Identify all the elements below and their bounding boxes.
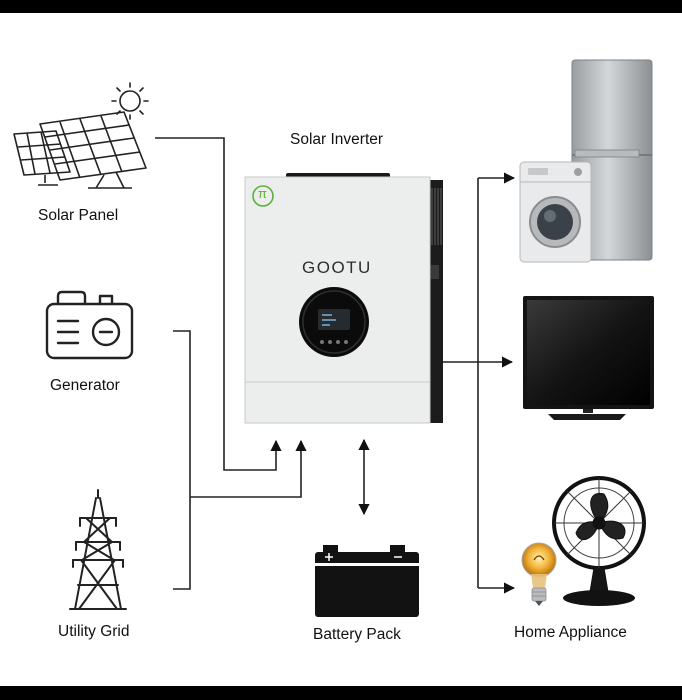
sun-icon — [111, 82, 149, 120]
output-connector — [441, 361, 479, 588]
label-solar-inverter: Solar Inverter — [290, 131, 384, 148]
television-icon — [523, 296, 654, 420]
label-generator: Generator — [50, 377, 120, 394]
grid-connector — [190, 439, 307, 498]
label-utility-grid: Utility Grid — [58, 623, 130, 640]
connector-lines — [155, 137, 514, 594]
solar-inverter — [244, 173, 443, 424]
label-solar-panel: Solar Panel — [38, 207, 119, 224]
light-bulb-icon — [521, 542, 557, 606]
inverter-logo-glyph: π — [258, 186, 267, 201]
solar-connector — [155, 137, 282, 471]
generator-connector — [173, 330, 191, 590]
washing-machine-icon — [519, 161, 592, 263]
battery-icon — [315, 545, 419, 617]
generator-icon — [45, 290, 134, 360]
diagram-svg — [13, 59, 654, 617]
diagram-canvas: Solar Inverter Solar Panel Generator Uti… — [0, 13, 682, 686]
inverter-brand: GOOTU — [302, 258, 372, 277]
inverter-logo-icon — [252, 185, 274, 207]
fan-icon — [552, 476, 646, 606]
label-battery-pack: Battery Pack — [313, 626, 401, 643]
refrigerator-icon — [571, 59, 653, 261]
label-home-appliance: Home Appliance — [514, 624, 627, 641]
solar-panel-icon — [13, 111, 147, 189]
output-arrow-washer — [477, 178, 514, 362]
power-tower-icon — [69, 489, 127, 610]
